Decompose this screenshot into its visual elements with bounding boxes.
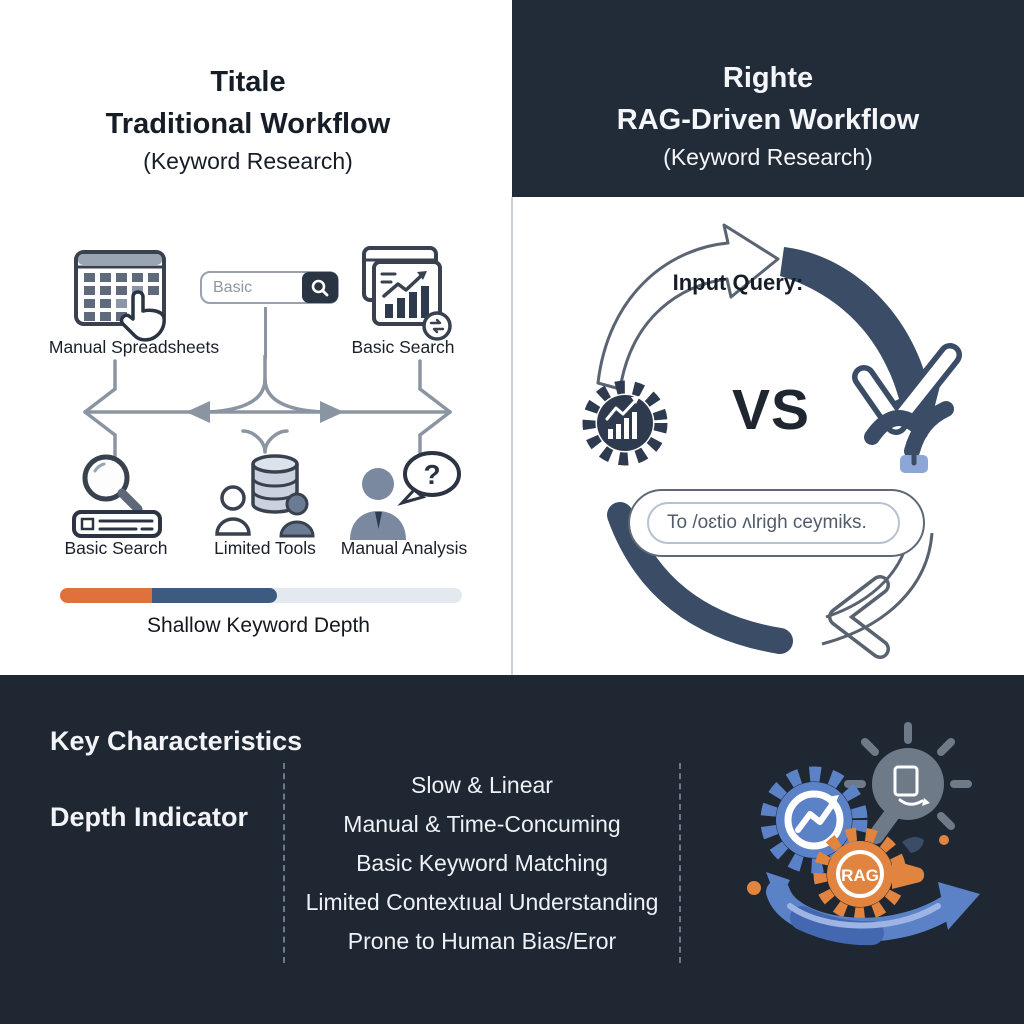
basic-search-box[interactable]: Basic [200,271,339,304]
rag-cycle-diagram [582,223,962,659]
magnifier-sun-icon [844,722,972,844]
right-panel-header-background [512,0,1024,197]
node-label-limited-tools: Limited Tools [214,538,316,558]
spreadsheet-cursor-icon [74,250,166,342]
list-item: Limited Contextıual Understanding [305,889,659,915]
panel-divider-line [511,197,513,675]
ribbon-check-icon [864,401,954,473]
right-title: RAG-Driven Workflow [616,104,920,136]
report-chart-icon [362,246,452,341]
left-kicker: Titale [210,66,286,98]
converging-arrows [83,355,452,465]
list-item: Slow & Linear [411,772,553,798]
cycle-arrow-dark-bottom [607,502,793,654]
left-subtitle: (Keyword Research) [143,148,353,174]
list-item: Prone to Human Bias/Eror [347,928,617,954]
characteristics-list: Slow & Linear Manual & Time-Concuming Ba… [292,766,672,961]
cycle-arrow-white-top [596,223,780,391]
gear-analytics-icon [582,380,668,466]
versus-label: VS [731,378,811,442]
depth-bar-segment-orange [60,588,153,603]
accent-dot [939,835,949,845]
search-button[interactable] [302,272,338,303]
left-title-block: Titale Traditional Workflow (Keyword Res… [0,60,496,178]
left-title: Traditional Workflow [105,108,391,140]
depth-bar-label: Shallow Keyword Depth [147,614,370,637]
question-mark-glyph: ? [423,459,440,490]
magnifier-icon [311,279,329,296]
cycle-outline-arc [821,532,934,646]
query-search-field[interactable]: To /oɛtio ʌlrigh ceymiks. [647,502,900,544]
cycle-arrow-white-bottom [831,578,887,656]
depth-bar-segment-navy [152,588,278,603]
person-question-icon: ? [350,451,461,540]
node-label-basic-search-bottom: Basic Search [64,538,168,558]
database-people-icon [215,454,315,538]
right-subtitle: (Keyword Research) [663,144,873,170]
accent-dot [747,881,761,895]
node-label-basic-search-top: Basic Search [351,337,455,357]
query-search-value[interactable]: To /oɛtio ʌlrigh ceymiks. [667,512,867,533]
rag-badge-icon: RAG [813,827,925,921]
list-item: Manual & Time-Concuming [343,811,621,837]
flow-stem-line [264,307,267,359]
key-characteristics-heading: Key Characteristics [50,726,303,756]
list-item: Basic Keyword Matching [356,850,608,876]
blue-swoosh-arrow [766,872,980,946]
dashed-divider-right [679,763,681,963]
rag-illustration: RAG [747,722,980,946]
depth-indicator-label: Depth Indicator [50,802,249,832]
right-kicker: Righte [722,62,814,94]
input-query-label: Input Query: [672,270,804,295]
node-label-manual-spreadsheets: Manual Spreadsheets [48,337,220,357]
magnifier-list-icon [72,454,162,538]
basic-search-value[interactable]: Basic [213,279,253,296]
node-label-manual-analysis: Manual Analysis [340,538,468,558]
rag-badge-text: RAG [841,866,879,885]
cycle-arrow-dark-top [780,247,945,437]
dashed-divider-left [283,763,285,963]
keyword-depth-bar [60,588,462,603]
right-title-block: Righte RAG-Driven Workflow (Keyword Rese… [512,56,1024,174]
